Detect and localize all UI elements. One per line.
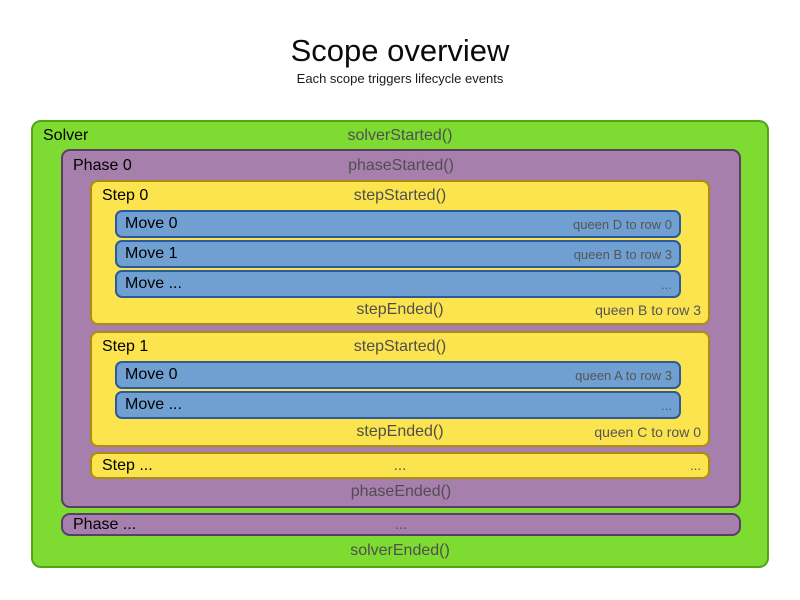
move-annotation: ... bbox=[661, 276, 672, 292]
phase-0-ended-event: phaseEnded() bbox=[350, 483, 452, 500]
move-row: Move 1 queen B to row 3 bbox=[115, 240, 681, 268]
move-annotation: ... bbox=[661, 397, 672, 413]
phase-0-header: Phase 0 phaseStarted() bbox=[63, 151, 739, 180]
phase-ellipsis-label: Phase ... bbox=[73, 516, 137, 533]
step-ellipsis-label: Step ... bbox=[102, 457, 153, 474]
step-ellipsis-box: Step ... ... ... bbox=[90, 452, 710, 479]
solver-scope-box: Solver solverStarted() Phase 0 phaseStar… bbox=[31, 120, 769, 568]
step-0-scope-box: Step 0 stepStarted() Move 0 queen D to r… bbox=[90, 180, 710, 325]
solver-ended-event: solverEnded() bbox=[350, 542, 450, 559]
step-0-ended-annotation: queen B to row 3 bbox=[595, 302, 701, 318]
step-1-header: Step 1 stepStarted() bbox=[92, 333, 708, 361]
solver-started-event: solverStarted() bbox=[347, 127, 453, 144]
phase-ellipsis-center: ... bbox=[394, 516, 408, 533]
move-annotation: queen B to row 3 bbox=[573, 246, 672, 262]
solver-label: Solver bbox=[43, 127, 89, 144]
move-label: Move 0 bbox=[125, 215, 178, 232]
step-ellipsis-center: ... bbox=[393, 457, 407, 474]
move-annotation: queen D to row 0 bbox=[572, 216, 672, 232]
step-0-started-event: stepStarted() bbox=[353, 187, 447, 204]
step-1-started-event: stepStarted() bbox=[353, 338, 447, 355]
step-1-scope-box: Step 1 stepStarted() Move 0 queen A to r… bbox=[90, 331, 710, 447]
step-0-header: Step 0 stepStarted() bbox=[92, 182, 708, 210]
step-0-move-list: Move 0 queen D to row 0 Move 1 queen B t… bbox=[115, 210, 681, 300]
move-row: Move 0 queen D to row 0 bbox=[115, 210, 681, 238]
step-1-ended-row: stepEnded() queen C to row 0 bbox=[92, 419, 708, 445]
step-1-move-list: Move 0 queen A to row 3 Move ... ... bbox=[115, 361, 681, 421]
move-label: Move ... bbox=[125, 396, 182, 413]
phase-ellipsis-box: Phase ... ... bbox=[61, 513, 741, 536]
step-1-ended-annotation: queen C to row 0 bbox=[594, 424, 701, 440]
move-annotation: queen A to row 3 bbox=[575, 367, 672, 383]
step-0-ended-row: stepEnded() queen B to row 3 bbox=[92, 297, 708, 323]
move-label: Move ... bbox=[125, 275, 182, 292]
step-1-label: Step 1 bbox=[102, 338, 149, 355]
phase-0-started-event: phaseStarted() bbox=[348, 157, 454, 174]
step-ellipsis-right: ... bbox=[690, 458, 701, 473]
move-label: Move 0 bbox=[125, 366, 178, 383]
solver-ended-row: solverEnded() bbox=[33, 535, 767, 566]
move-label: Move 1 bbox=[125, 245, 178, 262]
solver-header: Solver solverStarted() bbox=[33, 122, 767, 149]
move-row: Move ... ... bbox=[115, 391, 681, 419]
phase-0-ended-row: phaseEnded() bbox=[63, 478, 739, 506]
diagram-title: Scope overview bbox=[290, 33, 510, 68]
move-row: Move ... ... bbox=[115, 270, 681, 298]
move-row: Move 0 queen A to row 3 bbox=[115, 361, 681, 389]
phase-0-scope-box: Phase 0 phaseStarted() Step 0 stepStarte… bbox=[61, 149, 741, 508]
step-0-ended-event: stepEnded() bbox=[356, 301, 444, 318]
phase-0-label: Phase 0 bbox=[73, 157, 132, 174]
diagram-subtitle: Each scope triggers lifecycle events bbox=[296, 71, 504, 86]
step-0-label: Step 0 bbox=[102, 187, 149, 204]
step-1-ended-event: stepEnded() bbox=[356, 423, 444, 440]
